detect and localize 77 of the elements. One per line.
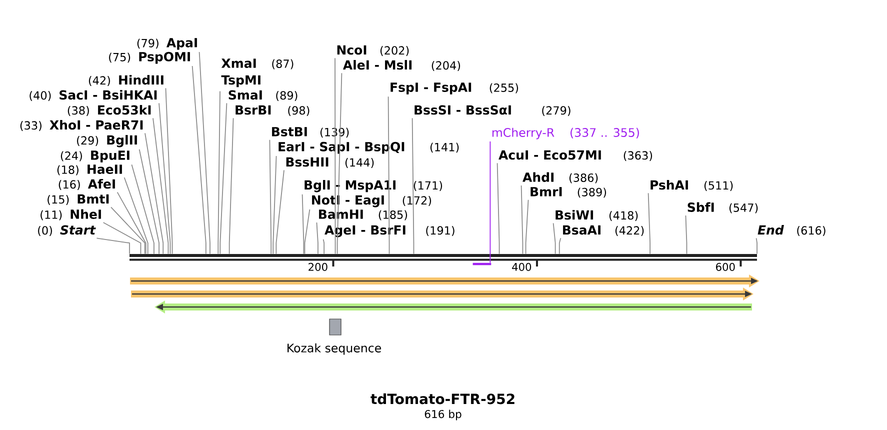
leader-line (336, 72, 342, 254)
site-label: AcuI - Eco57MI (363) (498, 150, 652, 161)
site-label: (75) PspOMI (109, 52, 190, 64)
title: tdTomato-FTR-952 (370, 393, 514, 404)
site-label: FspI - FspAI (255) (390, 82, 518, 94)
site-label: (18) HaeII (57, 164, 122, 176)
site-label: BssSI - BssSαI (279) (414, 105, 570, 116)
site-label: (29) BglII (77, 135, 137, 148)
leader-line (102, 222, 142, 254)
site-label: SmaI (89) (228, 90, 298, 101)
leader-line (412, 118, 414, 254)
site-label: (11) NheI (40, 209, 101, 220)
leader-line (96, 238, 130, 254)
site-label: AleI - MslI (204) (342, 60, 460, 71)
site-label: XmaI (87) TspMI (221, 58, 294, 88)
leader-line (165, 88, 173, 254)
site-label: (16) AfeI (58, 179, 115, 190)
sequence-line (130, 254, 757, 261)
leader-line (525, 199, 529, 254)
site-label: (0) Start (38, 225, 96, 236)
leader-line (685, 215, 688, 254)
primer-leader (490, 141, 491, 264)
site-label: NotI - EagI (172) (312, 195, 432, 208)
leader-line (520, 185, 524, 254)
site-label: BsiWI (418) (556, 210, 638, 221)
leader-line (388, 96, 390, 254)
leader-line (158, 102, 171, 254)
site-label: PshAI (511) (650, 180, 733, 191)
leader-line (269, 139, 272, 254)
site-label: BsrBI (98) (236, 105, 310, 116)
primer-label: mCherry-R (337 .. 355) (492, 128, 639, 140)
leader-line (316, 222, 318, 254)
leader-line (228, 118, 234, 254)
site-label: BmrI (389) (530, 187, 606, 198)
leader-line (322, 238, 325, 254)
site-label: BamHI (185) (319, 210, 408, 220)
leader-line (496, 162, 500, 254)
leader-line (192, 66, 206, 254)
site-label: (15) BmtI (48, 194, 109, 205)
leader-line (272, 156, 277, 254)
leader-line (648, 192, 650, 254)
leader-line (218, 90, 220, 254)
tick-label: 200 (308, 262, 328, 271)
site-label: (42) HindIII (88, 75, 164, 86)
leader-line (110, 206, 146, 254)
site-label: (40) SacI - BsiHKAI (30, 90, 157, 101)
feature-label: Kozak sequence (288, 343, 381, 355)
site-label: (79) ApaI (137, 38, 197, 50)
site-label: (24) BpuEI (60, 150, 130, 162)
leader-line (124, 177, 148, 254)
site-label: (38) Eco53kI (68, 105, 151, 116)
leader-line (276, 170, 284, 254)
leader-line (138, 148, 160, 254)
leader-line (558, 238, 562, 254)
leader-line (334, 58, 336, 254)
site-label: SbfI (547) (688, 202, 758, 214)
leader-line (304, 208, 310, 254)
site-label: AgeI - BsrFI (191) (324, 225, 454, 238)
site-label: AhdI (386) (522, 172, 598, 184)
leader-line (220, 102, 228, 254)
tick-label: 400 (512, 262, 532, 271)
leader-line (116, 192, 146, 254)
leader-line (144, 132, 164, 254)
site-label: BssHII (144) (286, 157, 374, 168)
leader-line (131, 164, 154, 254)
leader-line (552, 222, 556, 254)
site-label: BstBI (139) (272, 127, 349, 138)
site-label: End (616) (758, 225, 826, 236)
site-label: (33) XhoI - PaeR7I (20, 120, 143, 131)
leader-line (302, 194, 304, 254)
site-label: BsaAI (422) (563, 225, 644, 236)
caption: 616 bp (424, 410, 462, 420)
leader-line (756, 238, 758, 254)
primer-site (472, 262, 492, 266)
leader-line (198, 52, 210, 254)
leader-line (152, 118, 169, 254)
site-label: NcoI (202) (337, 45, 409, 56)
